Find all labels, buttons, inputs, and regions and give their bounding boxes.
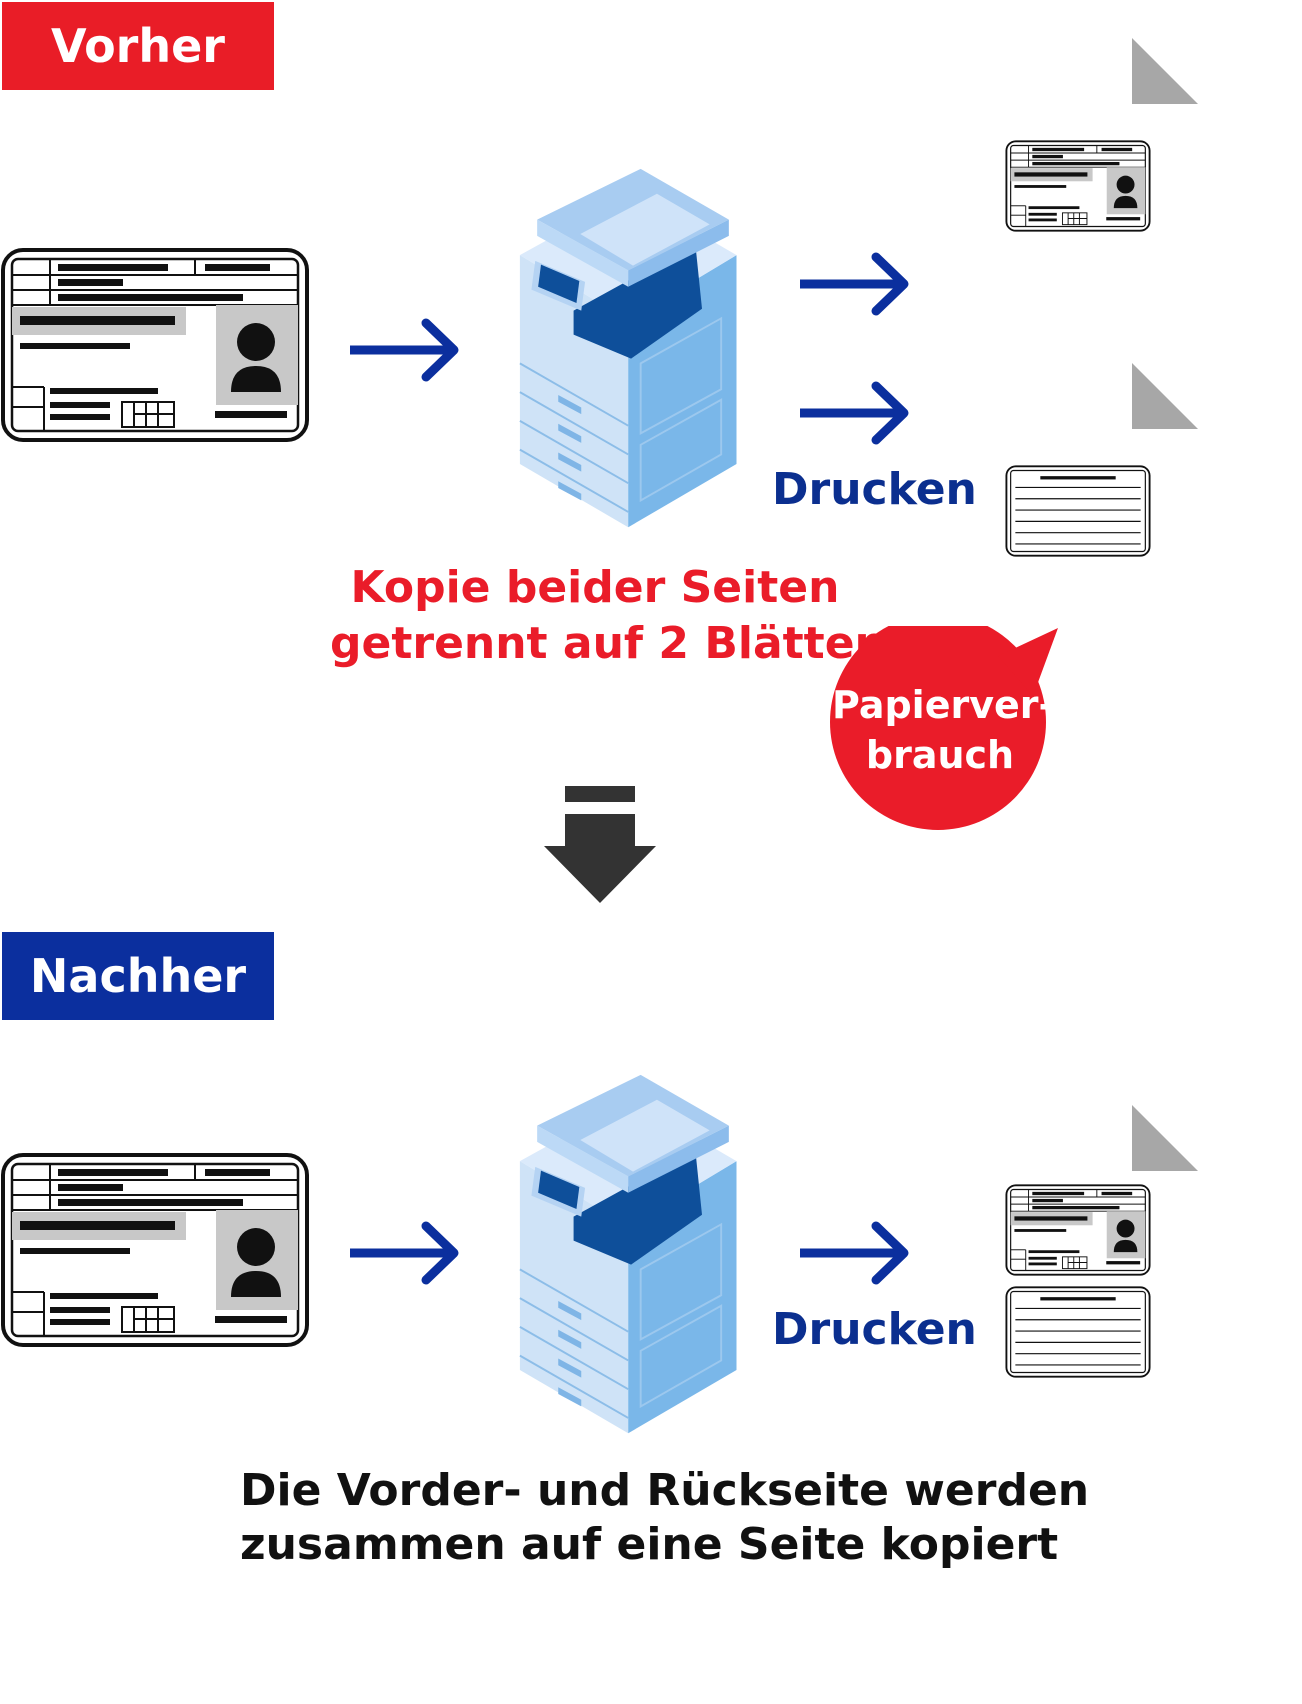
- before-caption: Kopie beider Seiten getrennt auf 2 Blätt…: [330, 560, 908, 672]
- after-caption: Die Vorder- und Rückseite werden zusamme…: [240, 1464, 1090, 1572]
- bubble-text: Papierver- brauch: [832, 680, 1055, 780]
- id-card-back-icon: [1005, 464, 1151, 558]
- right-arrow-icon: [350, 318, 459, 382]
- before-tag-label: Vorher: [50, 19, 225, 73]
- before-caption-line2: getrennt auf 2 Blättern: [330, 618, 908, 669]
- bubble-line2: brauch: [865, 733, 1015, 777]
- after-tag: Nachher: [2, 932, 274, 1020]
- id-card-back-icon: [1005, 1285, 1151, 1379]
- after-tag-label: Nachher: [29, 949, 247, 1003]
- after-caption-line1: Die Vorder- und Rückseite werden: [240, 1465, 1090, 1516]
- right-arrow-icon: [800, 381, 909, 445]
- right-arrow-icon: [800, 252, 909, 316]
- after-print-label: Drucken: [772, 1304, 977, 1355]
- id-card-front-icon: [1005, 1183, 1151, 1277]
- speech-bubble: [830, 626, 1058, 830]
- before-caption-line1: Kopie beider Seiten: [350, 562, 840, 613]
- before-tag: Vorher: [2, 2, 274, 90]
- id-card-front-icon: [0, 247, 310, 443]
- down-arrow-icon: [544, 786, 656, 903]
- right-arrow-icon: [350, 1221, 459, 1285]
- copier-icon: [518, 160, 748, 538]
- after-caption-line2: zusammen auf eine Seite kopiert: [240, 1519, 1059, 1570]
- id-card-front-icon: [0, 1152, 310, 1348]
- bubble-line1: Papierver-: [832, 683, 1055, 727]
- paper-sheet-icon: [1131, 1105, 1199, 1171]
- paper-sheet-icon: [1131, 38, 1199, 104]
- paper-sheet-icon: [1131, 363, 1199, 429]
- id-card-front-icon: [1005, 139, 1151, 233]
- before-print-label: Drucken: [772, 464, 977, 515]
- right-arrow-icon: [800, 1221, 909, 1285]
- copier-icon: [518, 1066, 748, 1444]
